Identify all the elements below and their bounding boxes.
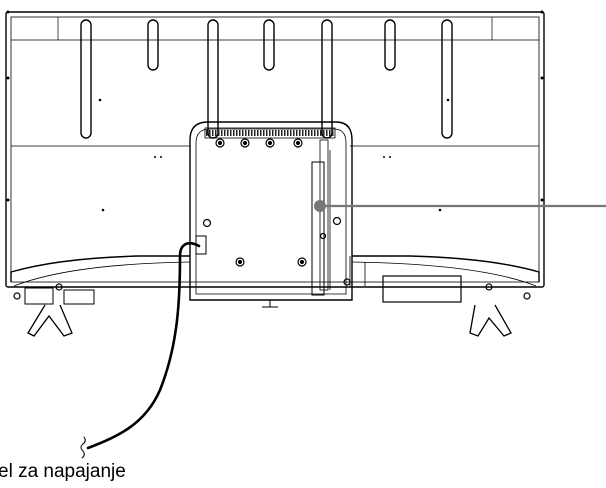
panel-dots <box>6 10 544 212</box>
power-cable-label: el za napajanje <box>0 461 126 482</box>
callout-line-icon <box>314 200 606 212</box>
power-cable-icon <box>80 242 201 459</box>
tv-rear-panel-icon <box>5 11 545 308</box>
tv-stand-icon <box>27 304 512 337</box>
screw-hole-icon <box>13 138 531 300</box>
